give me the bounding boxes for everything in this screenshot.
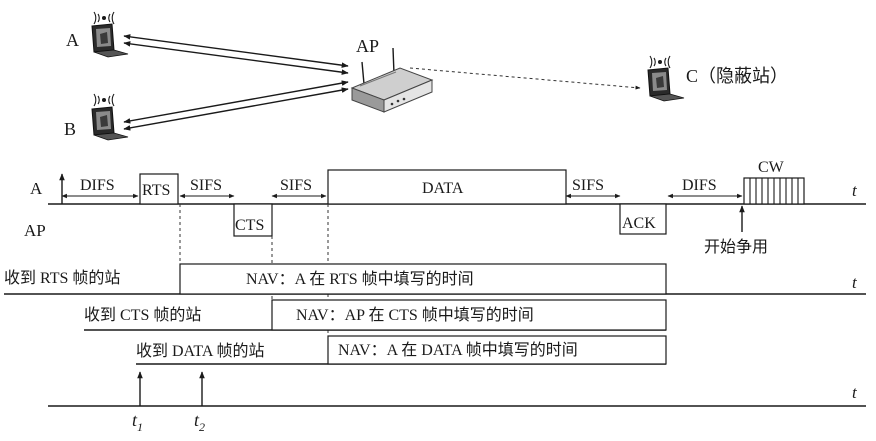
station-a: A [66, 11, 129, 58]
link-b-ap [123, 80, 349, 131]
data-frame [327, 169, 567, 205]
station-c-label: C（隐蔽站） [686, 66, 788, 86]
contention-start-label: 开始争用 [704, 238, 768, 256]
rts-station-label: 收到 RTS 帧的站 [4, 269, 120, 287]
cw-label: CW [758, 159, 785, 176]
cts-nav-bar [271, 299, 667, 331]
rts-row-t-label: t [852, 273, 858, 292]
cts-nav-label: NAV：AP 在 CTS 帧中填写的时间 [296, 306, 534, 324]
data-station-label: 收到 DATA 帧的站 [136, 342, 265, 360]
link-a-ap [123, 34, 349, 75]
access-point: AP [350, 36, 434, 113]
station-a-label: A [66, 30, 79, 50]
row-a-label: A [30, 179, 43, 198]
station-c: C（隐蔽站） [647, 55, 788, 102]
sifs2-label: SIFS [280, 177, 312, 194]
axis-t-label: t [852, 181, 858, 200]
data-label: DATA [422, 180, 464, 197]
data-nav-label: NAV：A 在 DATA 帧中填写的时间 [338, 341, 578, 359]
t2-label: t2 [194, 410, 205, 434]
sifs1-label: SIFS [190, 177, 222, 194]
ack-label: ACK [622, 215, 656, 232]
row-ap-label: AP [24, 221, 46, 240]
rts-nav-label: NAV：A 在 RTS 帧中填写的时间 [246, 270, 474, 288]
router-icon [350, 47, 434, 113]
laptop-icon [91, 106, 129, 141]
cts-frame [233, 203, 273, 237]
wifi-waves-icon [93, 11, 115, 25]
cw-window [743, 177, 805, 205]
station-b-label: B [64, 119, 76, 139]
cts-label: CTS [235, 217, 264, 234]
bottom-axis-t-label: t [852, 383, 858, 402]
link-ap-c-dashed [409, 67, 641, 90]
wifi-waves-icon [93, 93, 115, 107]
difs2-label: DIFS [682, 177, 717, 194]
station-b: B [64, 93, 129, 141]
rts-label: RTS [142, 182, 170, 199]
cts-station-label: 收到 CTS 帧的站 [84, 306, 201, 324]
difs1-label: DIFS [80, 177, 115, 194]
rts-nav-bar [179, 263, 667, 295]
ack-frame [619, 203, 667, 235]
laptop-icon [647, 67, 685, 102]
laptop-icon [91, 23, 129, 58]
sifs3-label: SIFS [572, 177, 604, 194]
rts-frame [139, 173, 179, 205]
t1-label: t1 [132, 410, 143, 434]
ap-label: AP [356, 36, 379, 56]
data-nav-bar [327, 335, 667, 365]
wifi-waves-icon [649, 55, 671, 69]
